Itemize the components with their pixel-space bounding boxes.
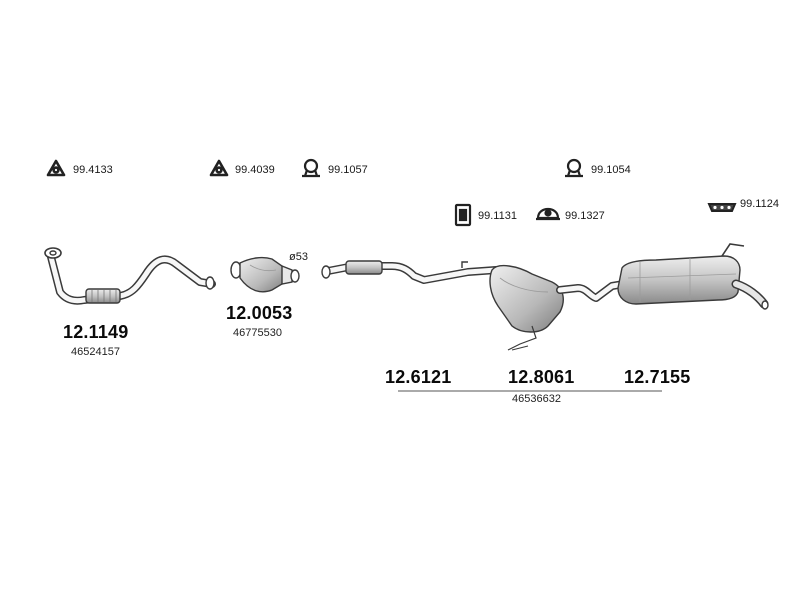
accessory-code: 99.4039 [235, 164, 275, 176]
rear-silencer-code: 12.7155 [624, 367, 691, 387]
hanger-strip-icon [707, 203, 737, 212]
catalyst-diameter: ø53 [289, 251, 308, 263]
bracket-icon [454, 203, 472, 227]
triangle-gasket-icon [46, 159, 66, 177]
accessory-code: 99.1131 [478, 210, 517, 222]
clamp-icon [302, 158, 320, 178]
middle-pipe-code: 12.6121 [385, 367, 452, 387]
rear-system-drawing [321, 243, 769, 351]
accessory-code: 99.1057 [328, 164, 368, 176]
accessory-code: 99.4133 [73, 164, 113, 176]
accessory-code: 99.1327 [565, 210, 605, 222]
front-pipe-drawing [44, 247, 216, 305]
catalyst-code: 12.0053 [226, 303, 293, 323]
middle-silencer-code: 12.8061 [508, 367, 575, 387]
accessory-code: 99.1054 [591, 164, 631, 176]
rubber-mount-icon [536, 207, 560, 221]
rear-assembly-ref: 46536632 [512, 393, 561, 405]
clamp-icon [565, 158, 583, 178]
front-pipe-ref: 46524157 [71, 346, 120, 358]
catalyst-ref: 46775530 [233, 327, 282, 339]
triangle-gasket-icon [209, 159, 229, 177]
front-pipe-code: 12.1149 [63, 322, 129, 342]
catalyst-drawing [230, 256, 300, 293]
accessory-code: 99.1124 [740, 198, 779, 210]
